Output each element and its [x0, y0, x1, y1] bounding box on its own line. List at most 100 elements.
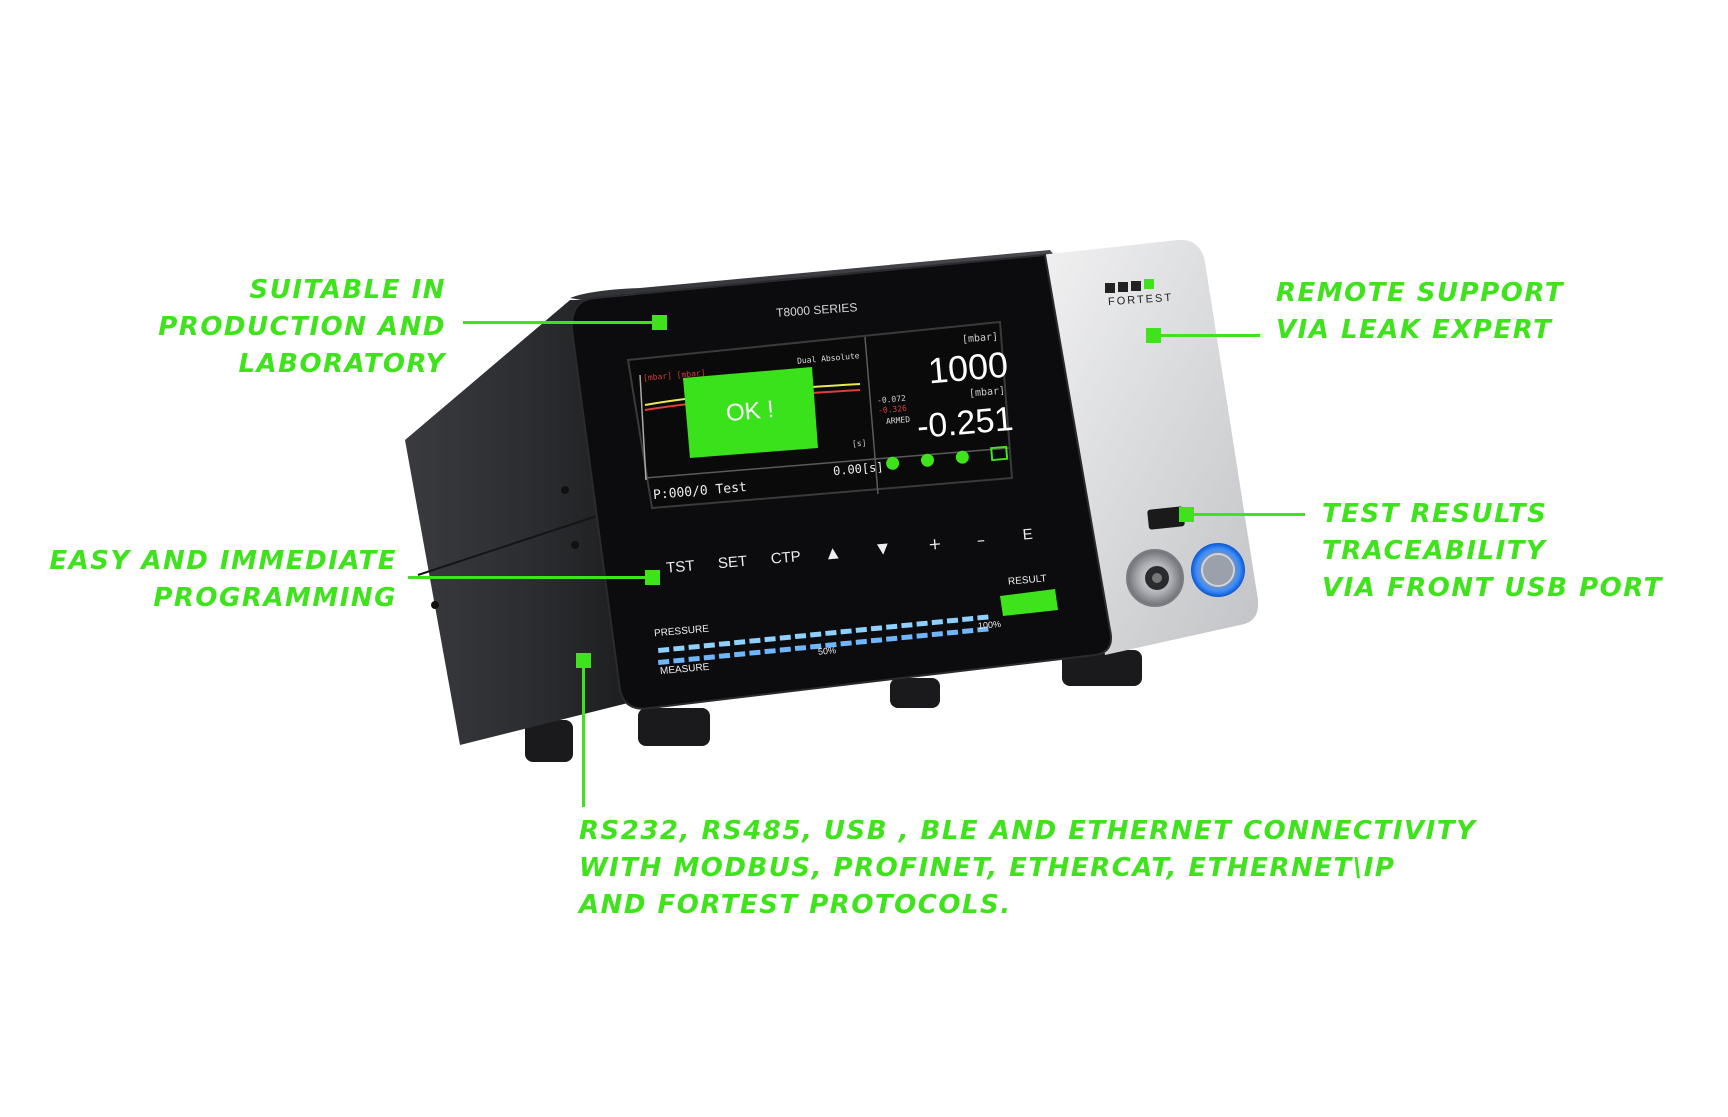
- device-side: [405, 300, 640, 745]
- led-segment: [931, 631, 943, 638]
- led-segment: [825, 641, 837, 648]
- key-ctp[interactable]: CTP: [770, 548, 802, 568]
- callout-line: SUITABLE IN: [249, 275, 446, 305]
- led-bargraph: [657, 614, 989, 665]
- led-segment: [885, 635, 898, 642]
- led-segment: [977, 626, 989, 633]
- key-e[interactable]: E: [1021, 525, 1034, 544]
- led-segment: [931, 619, 943, 626]
- led-segment: [764, 648, 776, 655]
- led-segment: [749, 637, 761, 644]
- led-segment: [688, 655, 700, 662]
- bluetooth-icon: [885, 456, 900, 471]
- led-segment: [688, 643, 700, 650]
- led-segment: [809, 631, 822, 638]
- led-segment: [809, 643, 822, 650]
- side-screw: [431, 601, 439, 609]
- key-set[interactable]: SET: [717, 552, 748, 573]
- scale-50-label: 50%: [817, 645, 837, 657]
- side-screw: [561, 486, 569, 494]
- side-screw: [571, 541, 579, 549]
- callout-programming: EASY AND IMMEDIATE PROGRAMMING: [49, 543, 397, 617]
- led-segment: [703, 642, 715, 649]
- led-segment: [961, 628, 974, 634]
- callout-line: PROGRAMMING: [153, 583, 397, 613]
- key-tst[interactable]: TST: [665, 557, 696, 577]
- callout-usb: TEST RESULTS TRACEABILITY VIA FRONT USB …: [1322, 496, 1663, 607]
- callout-connector: [408, 576, 653, 579]
- key-minus[interactable]: –: [976, 529, 986, 550]
- display-screen: [626, 320, 1014, 510]
- callout-line: REMOTE SUPPORT: [1276, 278, 1564, 308]
- led-segment: [794, 633, 807, 640]
- callout-connector: [1152, 334, 1260, 337]
- foot: [638, 708, 710, 746]
- led-segment: [840, 628, 852, 635]
- led-segment: [855, 638, 867, 645]
- led-segment: [916, 620, 928, 627]
- callout-line: TRACEABILITY: [1322, 536, 1547, 566]
- led-segment: [703, 654, 715, 661]
- ok-result-box: [683, 367, 818, 458]
- key-up[interactable]: ▲: [826, 544, 840, 562]
- key-down[interactable]: ▼: [876, 540, 889, 558]
- side-seam: [417, 514, 601, 576]
- led-segment: [718, 640, 731, 647]
- callout-marker: [1146, 328, 1161, 343]
- key-plus[interactable]: +: [927, 533, 943, 554]
- led-segment: [825, 629, 837, 636]
- led-segment: [657, 647, 670, 653]
- callout-line: LABORATORY: [238, 349, 446, 379]
- callout-line: EASY AND IMMEDIATE: [49, 546, 397, 576]
- led-segment: [901, 634, 913, 641]
- callout-line: WITH MODBUS, PROFINET, ETHERCAT, ETHERNE…: [579, 853, 1396, 883]
- callout-marker: [576, 653, 591, 668]
- led-segment: [901, 622, 913, 629]
- led-segment: [916, 632, 928, 639]
- callout-line: RS232, RS485, USB , BLE AND ETHERNET CON…: [579, 816, 1477, 846]
- callout-connectivity: RS232, RS485, USB , BLE AND ETHERNET CON…: [579, 813, 1476, 924]
- led-segment: [870, 625, 883, 632]
- led-segment: [733, 651, 746, 658]
- callout-line: VIA LEAK EXPERT: [1276, 315, 1553, 345]
- fortest-logo: [1105, 279, 1154, 293]
- callout-connector: [582, 665, 585, 807]
- callout-line: VIA FRONT USB PORT: [1322, 573, 1663, 603]
- callout-line: TEST RESULTS: [1322, 499, 1548, 529]
- led-segment: [870, 637, 883, 644]
- lock-icon: [955, 450, 970, 465]
- time-unit: [s]: [851, 438, 867, 449]
- led-segment: [673, 645, 685, 652]
- callout-marker: [1179, 507, 1194, 522]
- led-segment: [946, 629, 959, 636]
- led-segment: [718, 652, 731, 659]
- callout-marker: [652, 315, 667, 330]
- led-segment: [946, 617, 959, 624]
- callout-remote: REMOTE SUPPORT VIA LEAK EXPERT: [1276, 275, 1564, 349]
- foot: [1062, 650, 1142, 686]
- led-segment: [885, 623, 898, 630]
- led-segment: [779, 646, 791, 653]
- led-segment: [657, 659, 670, 665]
- callout-connector: [463, 321, 658, 324]
- led-segment: [779, 634, 791, 641]
- callout-line: PRODUCTION AND: [158, 312, 446, 342]
- led-segment: [749, 649, 761, 656]
- foot: [890, 678, 940, 708]
- scale-100-label: 100%: [977, 619, 1002, 631]
- led-segment: [855, 626, 867, 633]
- foot: [525, 720, 573, 762]
- result-led: [1000, 589, 1058, 616]
- led-segment: [733, 639, 746, 646]
- callout-line: AND FORTEST PROTOCOLS.: [579, 890, 1012, 920]
- led-segment: [977, 614, 989, 621]
- callout-production: SUITABLE IN PRODUCTION AND LABORATORY: [158, 272, 446, 383]
- led-segment: [673, 657, 685, 664]
- callout-marker: [645, 570, 660, 585]
- led-segment: [764, 636, 776, 643]
- led-segment: [840, 640, 852, 647]
- usb-port: [1147, 506, 1185, 530]
- result-text: OK !: [724, 395, 776, 428]
- led-segment: [962, 616, 974, 622]
